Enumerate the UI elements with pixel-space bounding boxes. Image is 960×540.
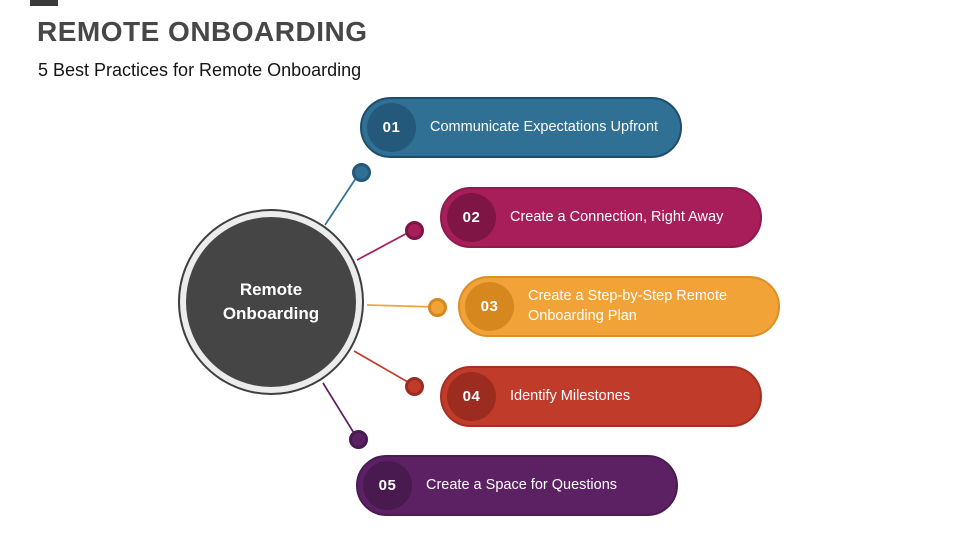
connector-line-5: [322, 382, 358, 439]
connector-dot-2: [405, 221, 424, 240]
practice-pill-5: 05 Create a Space for Questions: [356, 455, 678, 516]
practice-label-2: Create a Connection, Right Away: [510, 208, 724, 225]
connector-line-4: [353, 350, 414, 386]
slide-title: REMOTE ONBOARDING: [37, 16, 368, 47]
connector-line-1: [324, 171, 361, 226]
center-label: Remote Onboarding: [222, 280, 320, 323]
connector-dot-4: [405, 377, 424, 396]
practice-label-3: Create a Step-by-Step Remote Onboarding …: [528, 287, 728, 324]
connector-dot-5: [349, 430, 368, 449]
practice-pill-3: 03 Create a Step-by-Step Remote Onboardi…: [458, 276, 780, 337]
practice-pill-4: 04 Identify Milestones: [440, 366, 762, 427]
center-circle: Remote Onboarding: [180, 211, 362, 393]
practice-pill-1: 01 Communicate Expectations Upfront: [360, 97, 682, 158]
practice-label-4: Identify Milestones: [510, 387, 631, 404]
number-badge-4: 04: [447, 372, 496, 421]
connector-line-3: [366, 304, 437, 308]
connector-dot-3: [428, 298, 447, 317]
connector-dot-1: [352, 163, 371, 182]
connector-line-2: [356, 229, 414, 261]
slide-top-mark: [30, 0, 58, 6]
slide-subtitle: 5 Best Practices for Remote Onboarding: [38, 60, 362, 80]
practice-pill-2: 02 Create a Connection, Right Away: [440, 187, 762, 248]
number-badge-5: 05: [363, 461, 412, 510]
number-badge-2: 02: [447, 193, 496, 242]
practice-label-1: Communicate Expectations Upfront: [430, 118, 659, 135]
number-badge-3: 03: [465, 282, 514, 331]
practice-label-5: Create a Space for Questions: [426, 476, 618, 493]
number-badge-1: 01: [367, 103, 416, 152]
